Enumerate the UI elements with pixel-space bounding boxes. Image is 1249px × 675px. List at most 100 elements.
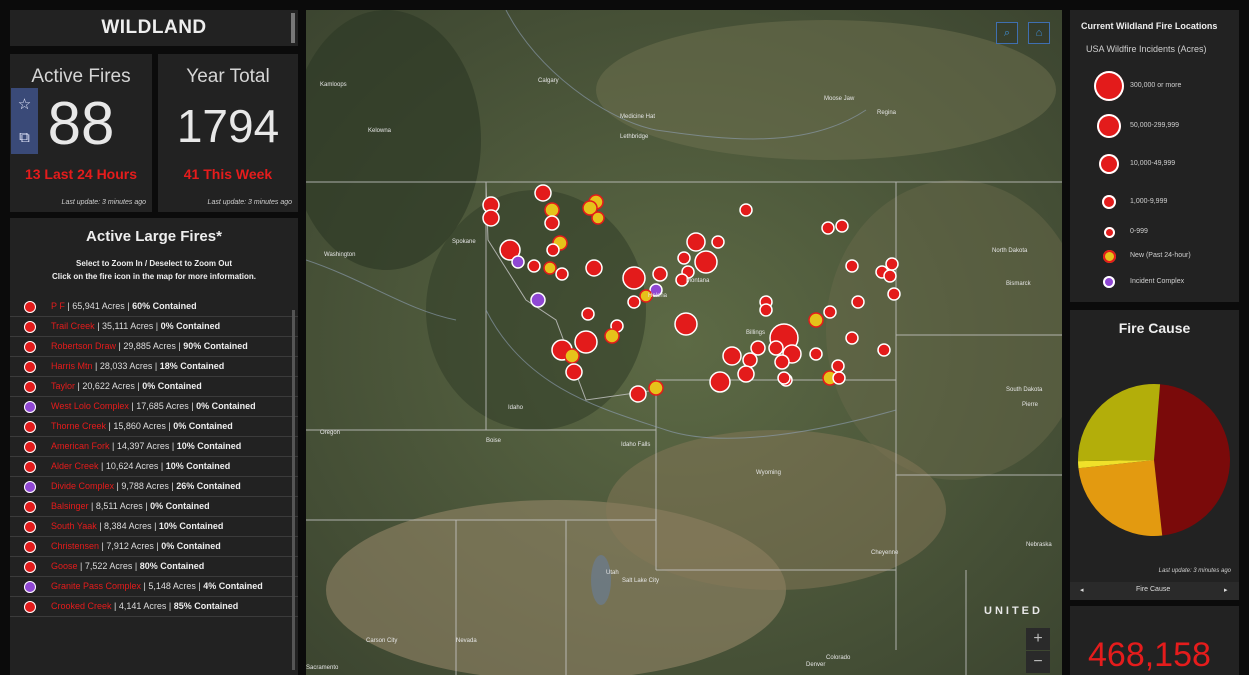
fire-marker[interactable] [821,221,835,235]
river [306,259,457,321]
fire-list-item[interactable]: American Fork | 14,397 Acres | 10% Conta… [10,437,298,457]
fire-list-scrollbar[interactable] [292,310,295,670]
incident-complex-icon [24,401,36,413]
pie-slice[interactable] [1078,460,1154,469]
incident-complex-marker[interactable] [649,283,663,297]
fire-marker[interactable] [777,371,791,385]
fire-marker[interactable] [581,307,595,321]
fire-marker[interactable] [499,239,521,261]
fire-icon [24,421,36,433]
fire-list-item[interactable]: Taylor | 20,622 Acres | 0% Contained [10,377,298,397]
fire-list-item[interactable]: Alder Creek | 10,624 Acres | 10% Contain… [10,457,298,477]
map-place-label: Pierre [1022,402,1039,408]
fire-list-item[interactable]: Thorne Creek | 15,860 Acres | 0% Contain… [10,417,298,437]
fire-list-item[interactable]: Crooked Creek | 4,141 Acres | 85% Contai… [10,597,298,617]
fire-list-item[interactable]: Harris Mtn | 28,033 Acres | 18% Containe… [10,357,298,377]
pie-slice[interactable] [1078,460,1163,536]
fire-list-item[interactable]: West Lolo Complex | 17,685 Acres | 0% Co… [10,397,298,417]
new-fire-marker[interactable] [564,348,580,364]
fire-icon [24,461,36,473]
fire-marker[interactable] [835,219,849,233]
fire-marker[interactable] [622,266,646,290]
fire-marker[interactable] [709,371,731,393]
fire-marker[interactable] [722,346,742,366]
fire-marker[interactable] [544,215,560,231]
map-place-label: Medicine Hat [620,114,656,120]
fire-marker[interactable] [527,259,541,273]
search-icon[interactable]: ⌕ [996,22,1018,44]
fire-marker[interactable] [694,250,718,274]
new-fire-marker[interactable] [808,312,824,328]
fire-marker[interactable] [823,305,837,319]
fire-marker[interactable] [711,235,725,249]
zoom-out-button[interactable]: − [1026,651,1050,673]
map-canvas[interactable] [306,10,1062,675]
fire-marker[interactable] [555,267,569,281]
fire-marker[interactable] [809,347,823,361]
fire-item-text: Taylor | 20,622 Acres | 0% Contained [51,381,202,391]
fire-list-item[interactable]: South Yaak | 8,384 Acres | 10% Contained [10,517,298,537]
fire-marker[interactable] [652,266,668,282]
fire-marker[interactable] [768,340,784,356]
fire-list-item[interactable]: Balsinger | 8,511 Acres | 0% Contained [10,497,298,517]
fire-marker[interactable] [565,363,583,381]
fire-list-item[interactable]: Divide Complex | 9,788 Acres | 26% Conta… [10,477,298,497]
zoom-in-button[interactable]: + [1026,628,1050,650]
fire-list-item[interactable]: Christensen | 7,912 Acres | 0% Contained [10,537,298,557]
fire-list-item[interactable]: Trail Creek | 35,111 Acres | 0% Containe… [10,317,298,337]
new-fire-marker[interactable] [604,328,620,344]
new-fire-marker[interactable] [582,200,598,216]
fire-markers[interactable] [482,184,901,403]
fire-marker[interactable] [831,359,845,373]
fire-marker[interactable] [750,340,766,356]
fire-marker[interactable] [546,243,560,257]
legend-label: New (Past 24-hour) [1130,252,1191,259]
fire-marker[interactable] [845,259,859,273]
fire-marker[interactable] [677,251,691,265]
pie-slice[interactable] [1154,384,1230,536]
nav-prev-icon[interactable]: ◂ [1080,587,1084,594]
new-fire-marker[interactable] [648,380,664,396]
fire-list-item[interactable]: P F | 65,941 Acres | 60% Contained [10,297,298,317]
fire-marker[interactable] [627,295,641,309]
fire-marker[interactable] [877,343,891,357]
river [485,309,897,439]
star-icon[interactable]: ☆ [17,96,32,113]
fire-marker[interactable] [482,209,500,227]
new-fire-marker[interactable] [544,202,560,218]
fire-marker[interactable] [674,312,698,336]
nav-next-icon[interactable]: ▸ [1224,587,1228,594]
fire-list-item[interactable]: Goose | 7,522 Acres | 80% Contained [10,557,298,577]
new-fire-marker[interactable] [639,289,653,303]
fire-marker[interactable] [574,330,598,354]
title-scrollbar[interactable] [291,13,295,43]
fire-marker[interactable] [742,352,758,368]
fire-marker[interactable] [832,371,846,385]
fire-marker[interactable] [737,365,755,383]
fire-marker[interactable] [887,287,901,301]
fire-marker[interactable] [885,257,899,271]
fire-cause-pie-chart[interactable] [1070,358,1239,568]
fire-list-item[interactable]: Robertson Draw | 29,885 Acres | 90% Cont… [10,337,298,357]
fire-marker[interactable] [851,295,865,309]
new-fire-marker[interactable] [543,261,557,275]
fire-marker[interactable] [629,385,647,403]
fire-marker[interactable] [534,184,552,202]
fire-marker[interactable] [774,354,790,370]
fire-marker[interactable] [883,269,897,283]
fire-marker[interactable] [759,303,773,317]
fire-marker[interactable] [675,273,689,287]
fire-marker[interactable] [585,259,603,277]
fire-marker[interactable] [686,232,706,252]
fire-marker[interactable] [739,203,753,217]
pie-slice[interactable] [1078,384,1161,462]
incident-complex-marker[interactable] [530,292,546,308]
fire-marker[interactable] [845,331,859,345]
fire-icon [24,501,36,513]
incident-complex-marker[interactable] [511,255,525,269]
home-icon[interactable]: ⌂ [1028,22,1050,44]
share-icon[interactable]: ⧉ [19,129,30,146]
new-fire-marker[interactable] [591,211,605,225]
fire-list-item[interactable]: Granite Pass Complex | 5,148 Acres | 4% … [10,577,298,597]
